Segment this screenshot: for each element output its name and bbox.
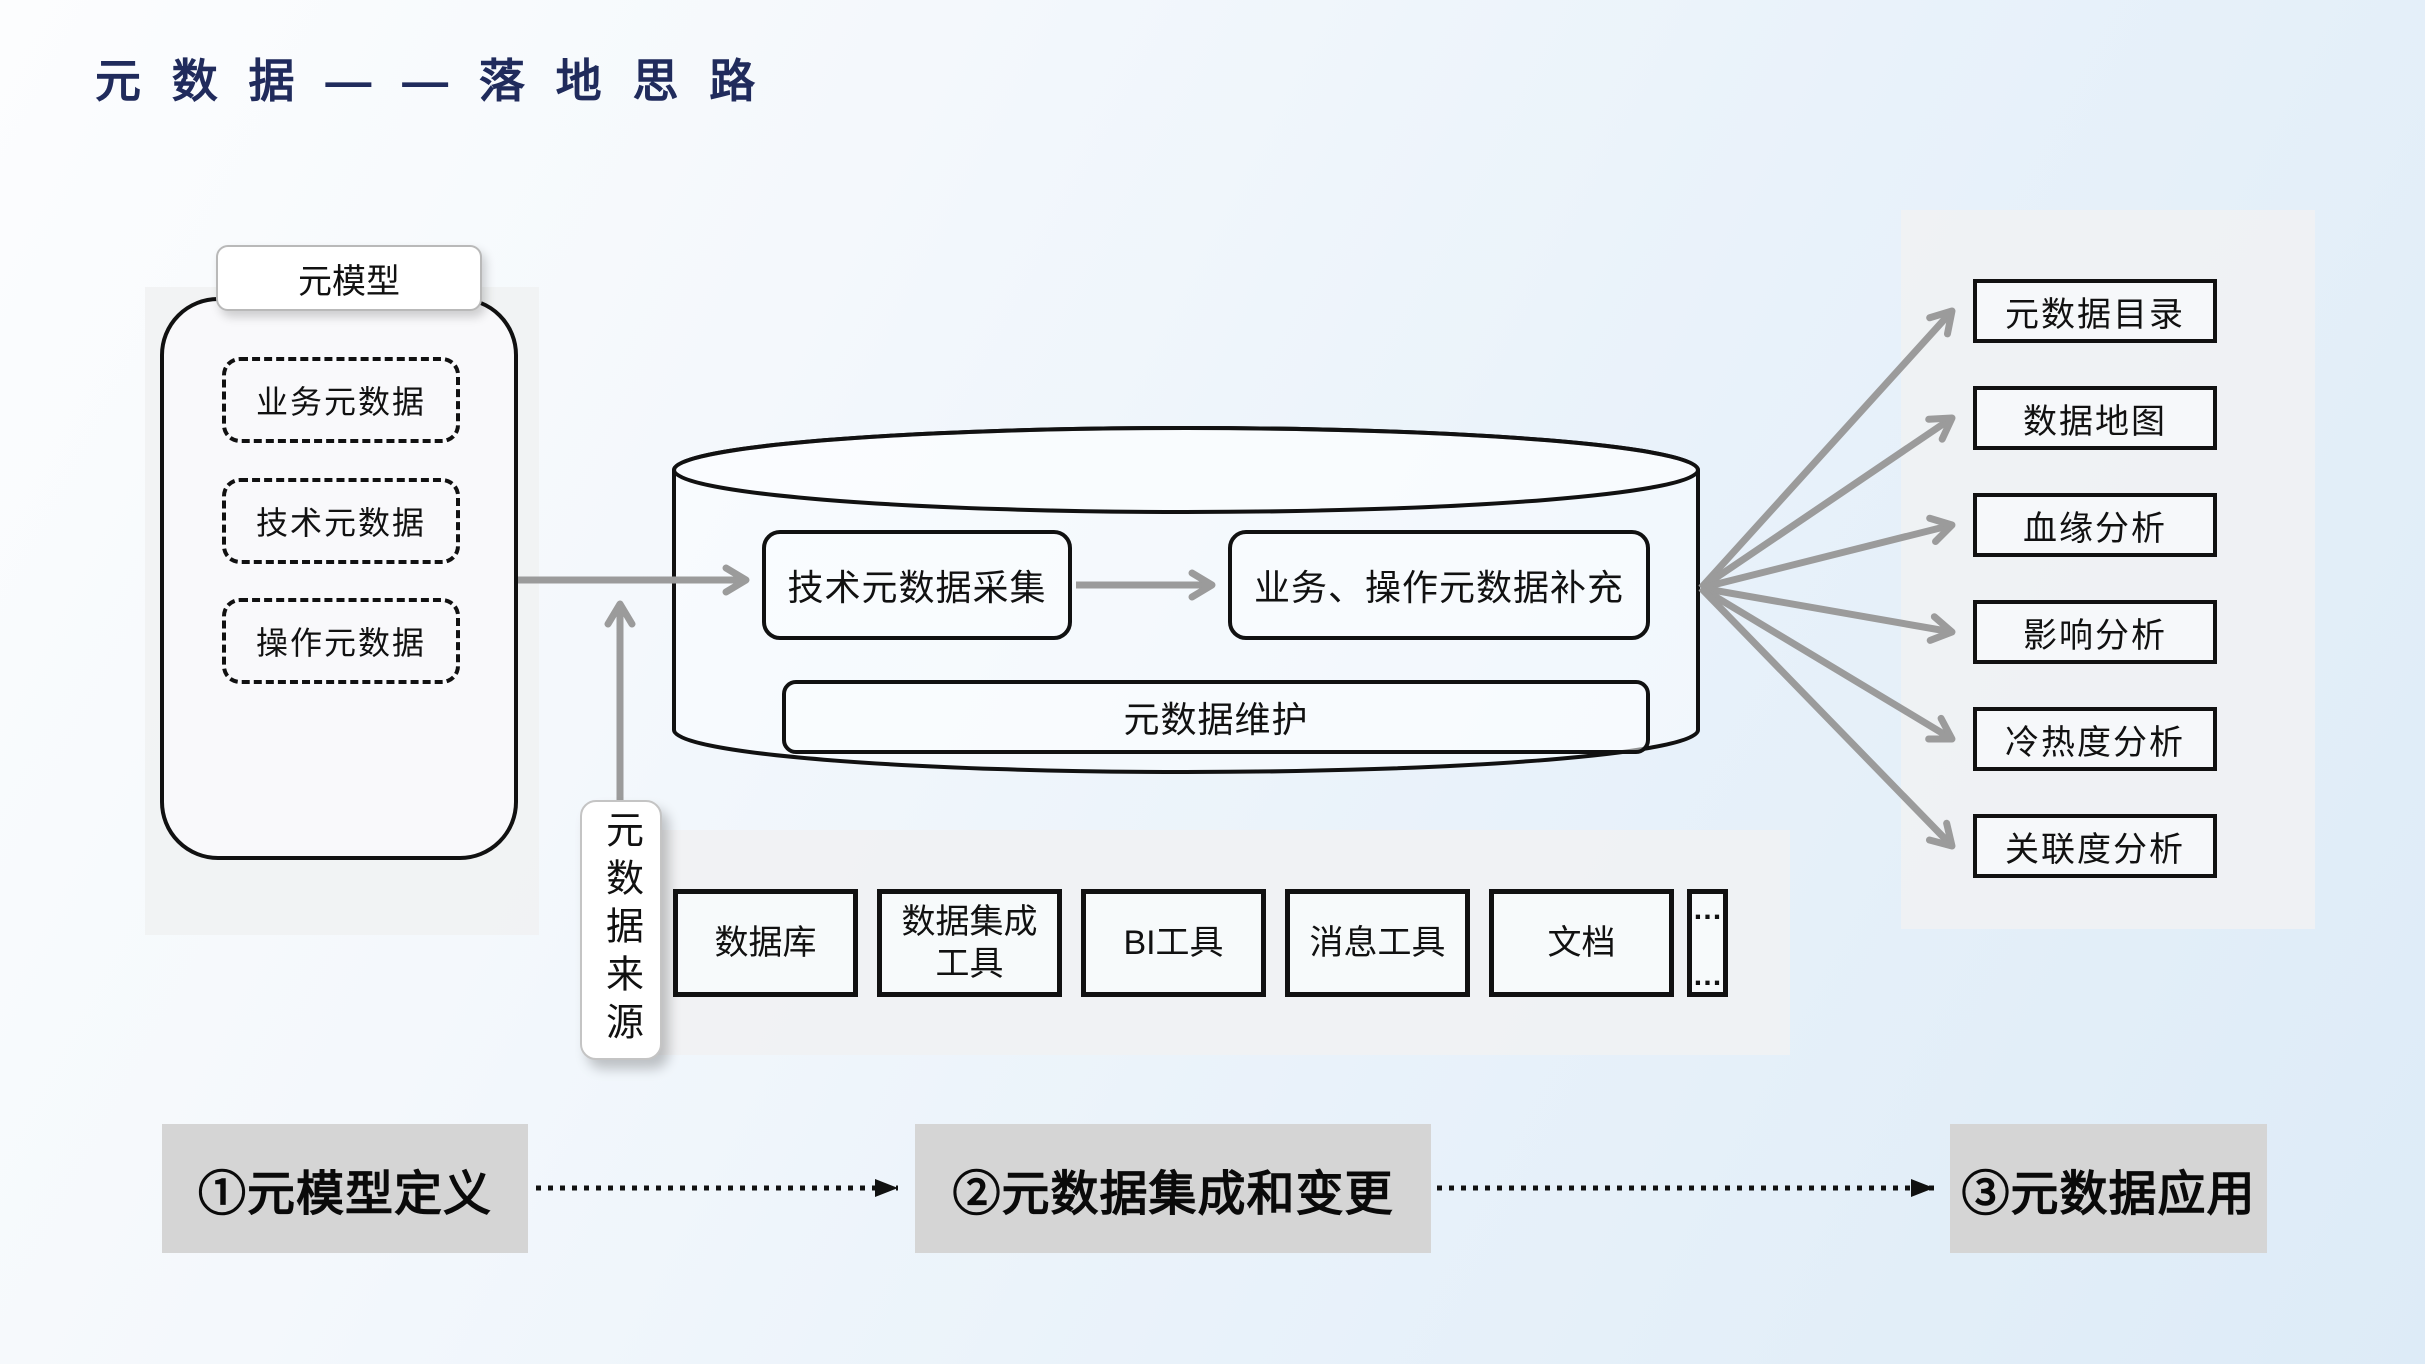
app-lineage-analysis-box: 血缘分析 [1973,493,2217,557]
source-data-integration-label: 数据集成工具 [901,902,1038,984]
phase2-metadata-integration-change: ②元数据集成和变更 [915,1124,1431,1253]
technical-metadata-label: 技术元数据 [255,505,426,541]
source-bi-tool-box: BI工具 [1081,889,1266,997]
app-metadata-catalog-box: 元数据目录 [1973,279,2217,343]
source-document-box: 文档 [1489,889,1674,997]
app-lineage-analysis-label: 血缘分析 [2023,509,2167,548]
technical-metadata-box: 技术元数据 [222,478,460,564]
meta-model-tab: 元模型 [216,245,482,311]
source-message-tool-label: 消息工具 [1309,923,1446,962]
app-impact-analysis-box: 影响分析 [1973,600,2217,664]
app-hotness-analysis-box: 冷热度分析 [1973,707,2217,771]
biz-ops-supplement-label: 业务、操作元数据补充 [1253,567,1624,608]
app-data-map-label: 数据地图 [2023,402,2167,441]
metadata-sources-label: 元数据来源 [599,810,642,1050]
operational-metadata-box: 操作元数据 [222,598,460,684]
phase3-label: ③元数据应用 [1961,1167,2256,1221]
arrow-to-metadata-catalog [1698,307,1956,591]
biz-ops-supplement-box: 业务、操作元数据补充 [1228,530,1650,640]
phase1-label: ①元模型定义 [197,1167,492,1221]
business-metadata-label: 业务元数据 [255,384,426,420]
tech-metadata-collect-label: 技术元数据采集 [787,567,1047,608]
page-title: 元 数 据 — — 落 地 思 路 [95,55,765,107]
source-more-box: … … [1687,889,1728,997]
metadata-sources-label-box: 元数据来源 [580,800,662,1060]
source-more-label: … … [1692,893,1723,992]
meta-model-tab-label: 元模型 [298,262,400,301]
source-bi-tool-label: BI工具 [1123,923,1224,962]
tech-metadata-collect-box: 技术元数据采集 [762,530,1072,640]
arrow-to-hotness-analysis [1699,585,1956,743]
app-relevance-analysis-box: 关联度分析 [1973,814,2217,878]
business-metadata-box: 业务元数据 [222,357,460,443]
source-document-label: 文档 [1547,923,1616,962]
metadata-maintenance-box: 元数据维护 [782,680,1650,754]
app-relevance-analysis-label: 关联度分析 [2005,830,2185,869]
arrow-to-relevance-analysis [1698,585,1956,850]
source-database-box: 数据库 [673,889,858,997]
app-impact-analysis-label: 影响分析 [2023,616,2167,655]
arrow-to-data-map [1699,414,1956,591]
app-data-map-box: 数据地图 [1973,386,2217,450]
arrow-to-impact-analysis [1700,584,1956,644]
source-message-tool-box: 消息工具 [1285,889,1470,997]
app-hotness-analysis-label: 冷热度分析 [2005,723,2185,762]
arrow-to-lineage-analysis [1700,514,1956,592]
app-metadata-catalog-label: 元数据目录 [2005,295,2185,334]
phase3-metadata-application: ③元数据应用 [1950,1124,2267,1253]
source-data-integration-box: 数据集成工具 [877,889,1062,997]
source-database-label: 数据库 [714,923,817,962]
operational-metadata-label: 操作元数据 [255,625,426,661]
metadata-maintenance-label: 元数据维护 [1123,699,1309,740]
phase2-label: ②元数据集成和变更 [952,1167,1394,1221]
phase1-meta-model-definition: ①元模型定义 [162,1124,528,1253]
